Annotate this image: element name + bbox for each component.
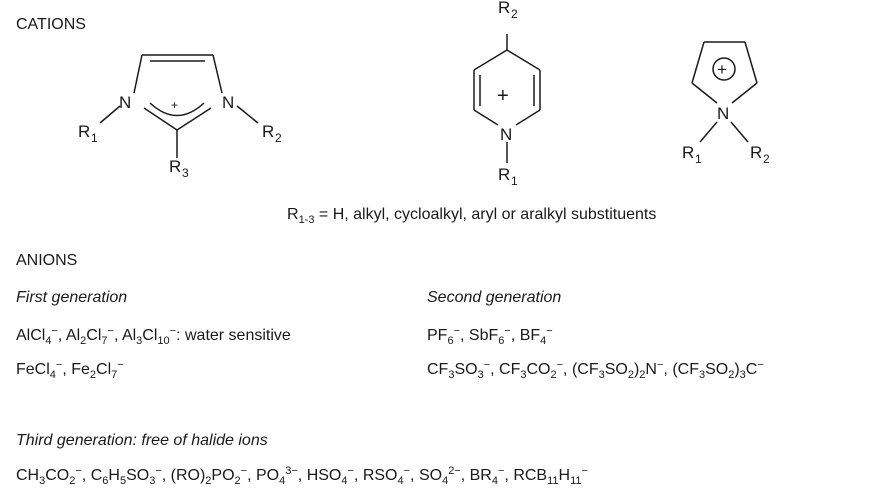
cation-structures: N N + R 1 R 2 R 3 R 2 + N R 1 + xyxy=(78,0,770,188)
first-generation-line-2: FeCl4−, Fe2Cl7− xyxy=(16,359,124,381)
pyridinium-r1: R xyxy=(498,165,510,184)
imidazolium-charge: + xyxy=(171,98,178,112)
substituent-note-r: R xyxy=(287,206,299,223)
pyridinium-r2: R xyxy=(498,0,510,17)
pyrrolidinium-bond-lower-right xyxy=(731,82,758,104)
second-generation-line-2: CF3SO3−, CF3CO2−, (CF3SO2)2N−, (CF3SO2)3… xyxy=(427,359,764,381)
imidazolium-n3-r2-bond xyxy=(236,105,259,124)
imidazolium-delocalization-arc xyxy=(149,102,205,117)
imidazolium-n1-label: N xyxy=(119,93,131,112)
first-generation-label: First generation xyxy=(16,289,128,306)
pyridinium-charge: + xyxy=(497,85,509,107)
substituent-note: R1-3 = H, alkyl, cycloalkyl, aryl or ara… xyxy=(287,205,657,226)
imidazolium-r3: R xyxy=(169,157,181,176)
pyridinium-bond-6 xyxy=(515,109,541,126)
imidazolium-r1-sub: 1 xyxy=(91,131,98,145)
imidazolium-n1-c2-bond xyxy=(143,107,178,131)
pyridinium-bond-5 xyxy=(473,109,499,126)
third-generation-label: Third generation: free of halide ions xyxy=(16,432,268,449)
pyrrolidinium-n-r2-bond xyxy=(730,121,749,143)
cations-heading: CATIONS xyxy=(16,16,86,33)
substituent-note-text: = H, alkyl, cycloalkyl, aryl or aralkyl … xyxy=(314,206,657,223)
pyridinium-structure: R 2 + N R 1 xyxy=(473,0,541,188)
substituent-note-sub: 1-3 xyxy=(298,214,315,226)
water-sensitive-note: : water sensitive xyxy=(176,327,291,344)
pyrrolidinium-r1-sub: 1 xyxy=(695,152,702,166)
imidazolium-r3-sub: 3 xyxy=(182,166,189,180)
second-generation-label: Second generation xyxy=(427,289,562,306)
first-generation-line-1: AlCl4−, Al2Cl7−, Al3Cl10−: water sensiti… xyxy=(16,325,291,347)
imidazolium-structure: N N + R 1 R 2 R 3 xyxy=(78,54,282,180)
imidazolium-n3-label: N xyxy=(222,93,234,112)
pyridinium-bond-1 xyxy=(473,49,508,71)
pyrrolidinium-charge: + xyxy=(717,60,727,79)
pyrrolidinium-n-label: N xyxy=(717,104,729,123)
imidazolium-r2-sub: 2 xyxy=(275,131,282,145)
pyrrolidinium-bond-lower-left xyxy=(691,82,718,104)
anions-heading: ANIONS xyxy=(16,252,78,269)
pyridinium-r1-sub: 1 xyxy=(511,174,518,188)
imidazolium-r1: R xyxy=(78,122,90,141)
imidazolium-r2: R xyxy=(262,122,274,141)
second-generation-line-1: PF6−, SbF6−, BF4− xyxy=(427,325,553,347)
imidazolium-n1-r1-bond xyxy=(99,105,121,124)
pyridinium-n-label: N xyxy=(500,125,512,144)
pyrrolidinium-bond-left xyxy=(691,41,705,84)
pyrrolidinium-r2: R xyxy=(750,143,762,162)
pyrrolidinium-r2-sub: 2 xyxy=(763,152,770,166)
pyrrolidinium-n-r1-bond xyxy=(699,121,718,143)
pyrrolidinium-structure: + N R 1 R 2 xyxy=(682,41,770,166)
pyridinium-r2-sub: 2 xyxy=(511,7,518,21)
pyrrolidinium-bond-right xyxy=(744,41,758,84)
pyrrolidinium-charge-circle xyxy=(712,57,736,81)
imidazolium-n3-c2-bond xyxy=(176,107,212,131)
third-generation-line: CH3CO2−, C6H5SO3−, (RO)2PO2−, PO43−, HSO… xyxy=(16,465,588,487)
pyridinium-bond-2 xyxy=(506,49,541,71)
imidazolium-c5-n1-bond xyxy=(133,54,143,94)
imidazolium-c4-n3-bond xyxy=(212,54,223,94)
pyrrolidinium-r1: R xyxy=(682,143,694,162)
